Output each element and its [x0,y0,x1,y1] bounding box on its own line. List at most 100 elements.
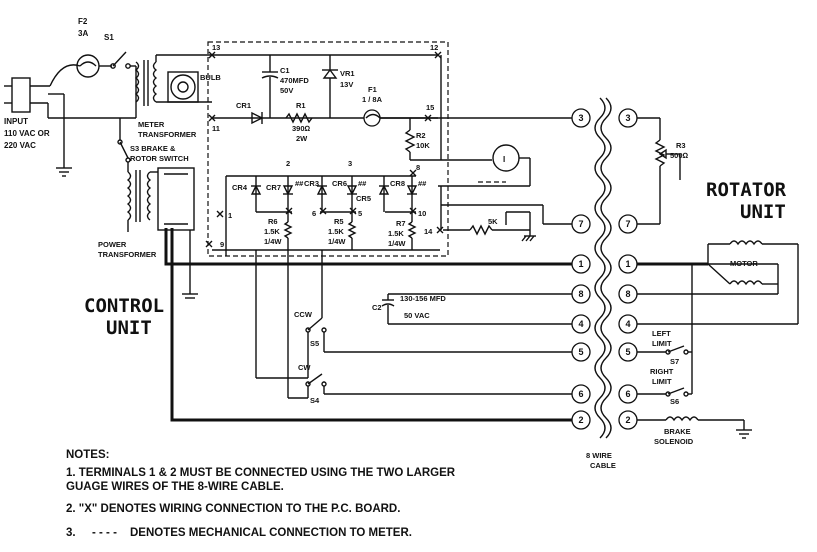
pcb-terminal-13: 13 [212,43,220,52]
diode-mark-2: ## [358,179,367,188]
switch-s5-ccw [305,317,572,378]
label-cr5: CR5 [356,194,371,203]
motor [637,240,799,324]
right-terminal-3: 3 [625,113,630,123]
pcb-terminal-1: 1 [228,211,232,220]
right-terminal-1: 1 [625,259,630,269]
limit-switch-s6 [637,387,692,397]
label-cr3: CR3 [304,179,319,188]
right-terminal-5: 5 [625,347,630,357]
left-terminal-1: 1 [578,259,583,269]
brake-solenoid [637,416,752,439]
note-1: 1. TERMINALS 1 & 2 MUST BE CONNECTED USI… [66,467,456,479]
label-cr7: CR7 [266,183,281,192]
left-terminal-3: 3 [578,113,583,123]
switch-s3 [117,118,131,172]
zener-vr1 [322,55,338,118]
pcb-terminal-6: 6 [312,209,316,218]
resistor-r2 [404,129,416,153]
pcb-terminal-2: 2 [286,159,290,168]
label-cr4: CR4 [232,183,248,192]
meter-symbol: I [503,155,505,164]
left-terminal-8: 8 [578,289,583,299]
diode-cr4 [250,184,262,195]
pc-board-outline [207,41,449,257]
right-terminal-4: 4 [625,319,630,329]
pcb-terminal-12: 12 [430,43,438,52]
right-terminal-2: 2 [625,415,630,425]
left-terminal-4: 4 [578,319,583,329]
resistor-r7 [407,221,417,239]
pcb-terminal-14: 14 [424,227,433,236]
note-3-number: 3. [66,527,76,539]
diode-mark-1: ## [295,179,304,188]
capacitor-c1 [261,55,279,118]
bulb [167,71,199,103]
bulb-label: BULB [200,73,221,82]
left-cable-terminals: 3 7 1 8 4 5 6 2 [571,108,591,430]
label-cr6-a: CR6 [332,179,347,188]
switch-s3-label: S3 BRAKE &ROTOR SWITCH [130,144,189,163]
left-terminal-5: 5 [578,347,583,357]
motor-label: MOTOR [730,259,758,268]
right-terminal-6: 6 [625,389,630,399]
right-terminal-8: 8 [625,289,630,299]
label-cr8: CR8 [390,179,405,188]
input-label: INPUT 110 VAC OR 220 VAC [4,117,52,150]
note-3: DENOTES MECHANICAL CONNECTION TO METER. [130,527,412,539]
pcb-terminal-15: 15 [426,103,434,112]
diode-cr1 [251,111,264,125]
power-transformer [126,167,195,232]
left-terminal-2: 2 [578,415,583,425]
note-3-marker: - - - - [92,527,117,539]
pot-5k-label: 5K [488,217,498,226]
notes-title: NOTES: [66,449,109,461]
pcb-terminal-10: 10 [418,209,426,218]
fuse-f2 [76,54,112,78]
pcb-terminal-11: 11 [212,124,220,133]
resistor-r5 [347,221,357,239]
switch-s1 [110,51,137,70]
note-2: 2. "X" DENOTES WIRING CONNECTION TO THE … [66,503,400,515]
switch-s4-cw [287,250,572,399]
diode-mark-3: ## [418,179,427,188]
fuse-f1 [363,109,381,127]
switch-s1-label: S1 [104,33,114,42]
switch-s4-label: CWS4 [298,363,320,405]
left-terminal-6: 6 [578,389,583,399]
right-cable-terminals: 3 7 1 8 4 5 6 2 [618,108,638,430]
pcb-terminal-5: 5 [358,209,362,218]
capacitor-c2 [381,293,572,325]
meter: I [438,144,531,187]
resistor-r6 [283,221,293,239]
notes: NOTES: 1. TERMINALS 1 & 2 MUST BE CONNEC… [66,449,456,539]
potentiometer-r3 [637,117,681,225]
right-terminal-7: 7 [625,219,630,229]
pcb-terminal-9: 9 [220,240,224,249]
pcb-terminal-8: 8 [416,163,420,172]
eight-wire-cable [594,97,612,439]
resistor-r1 [285,112,313,124]
note-1-cont: GUAGE WIRES OF THE 8-WIRE CABLE. [66,481,284,493]
limit-switch-s7 [637,345,692,355]
